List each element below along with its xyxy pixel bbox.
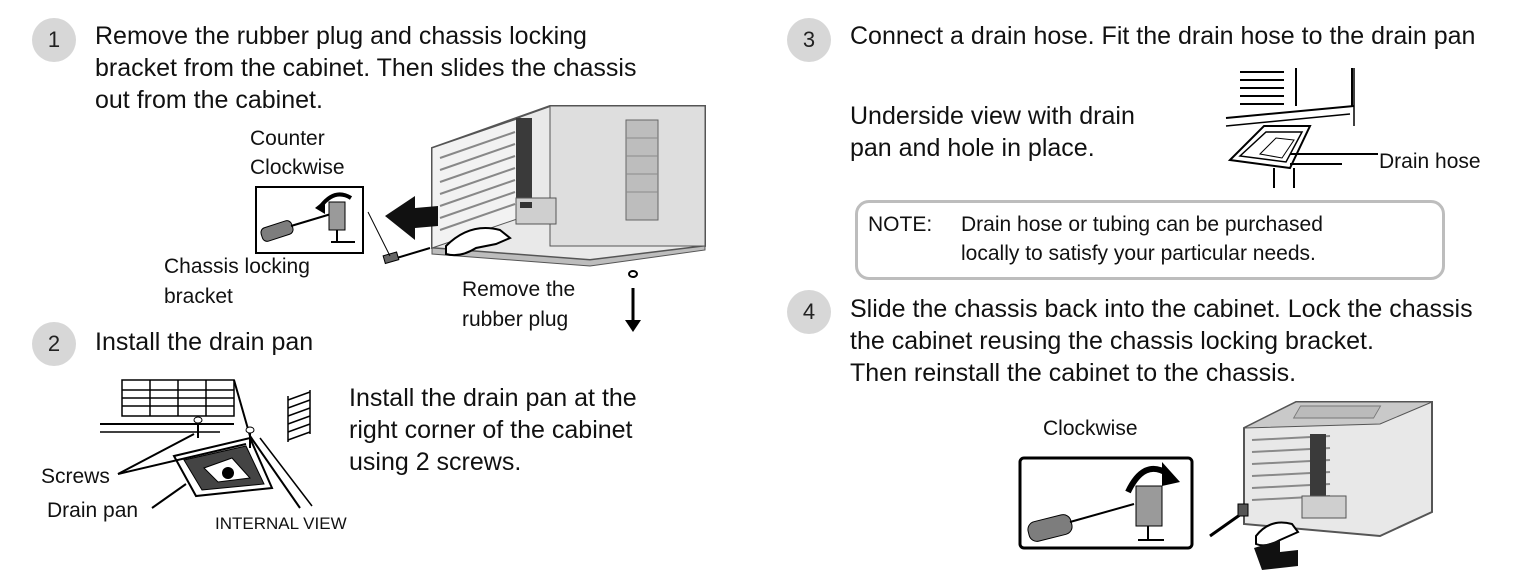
counter-clockwise-inset — [255, 186, 364, 254]
drain-pan-internal-view — [100, 379, 313, 509]
counter-label-2: Clockwise — [250, 156, 345, 179]
step-3-number: 3 — [787, 18, 831, 62]
note-line-2: locally to satisfy your particular needs… — [961, 242, 1316, 265]
note-prefix: NOTE: — [868, 213, 933, 236]
step-3-desc-2: pan and hole in place. — [850, 134, 1095, 162]
step-1-line-2: bracket from the cabinet. Then slides th… — [95, 54, 637, 82]
step-2-desc-3: using 2 screws. — [349, 448, 522, 476]
rubber-plug-label-1: Remove the — [462, 278, 576, 301]
counter-label-1: Counter — [250, 127, 325, 150]
step-4-line-3: Then reinstall the cabinet to the chassi… — [850, 359, 1297, 387]
internal-view-label: INTERNAL VIEW — [215, 514, 347, 533]
drain-hose-underside-view — [1225, 68, 1378, 188]
step-2-line-1: Install the drain pan — [95, 328, 314, 356]
step-3-line-1: Connect a drain hose. Fit the drain hose… — [850, 22, 1476, 50]
step-2-number: 2 — [32, 322, 76, 366]
clockwise-inset — [1018, 456, 1194, 550]
step-1-line-1: Remove the rubber plug and chassis locki… — [95, 22, 587, 50]
step-2-desc-2: right corner of the cabinet — [349, 416, 633, 444]
ac-unit-reinstall — [1209, 401, 1433, 570]
chassis-bracket-label-1: Chassis locking — [164, 255, 310, 278]
clockwise-label: Clockwise — [1043, 417, 1138, 440]
rubber-plug-label-2: rubber plug — [462, 308, 569, 331]
drain-pan-label: Drain pan — [47, 499, 139, 522]
step-2-desc-1: Install the drain pan at the — [349, 384, 637, 412]
note-line-1: Drain hose or tubing can be purchased — [961, 213, 1323, 236]
screws-label: Screws — [41, 465, 110, 488]
step-3-desc-1: Underside view with drain — [850, 102, 1135, 130]
step-4-line-2: the cabinet reusing the chassis locking … — [850, 327, 1374, 355]
step-4-line-1: Slide the chassis back into the cabinet.… — [850, 295, 1473, 323]
drain-hose-label: Drain hose — [1379, 150, 1481, 173]
chassis-bracket-label-2: bracket — [164, 285, 233, 308]
step-1-number: 1 — [32, 18, 76, 62]
note-box — [855, 200, 1445, 280]
ac-unit-sliding-out — [367, 105, 706, 332]
step-4-number: 4 — [787, 290, 831, 334]
step-1-line-3: out from the cabinet. — [95, 86, 323, 114]
